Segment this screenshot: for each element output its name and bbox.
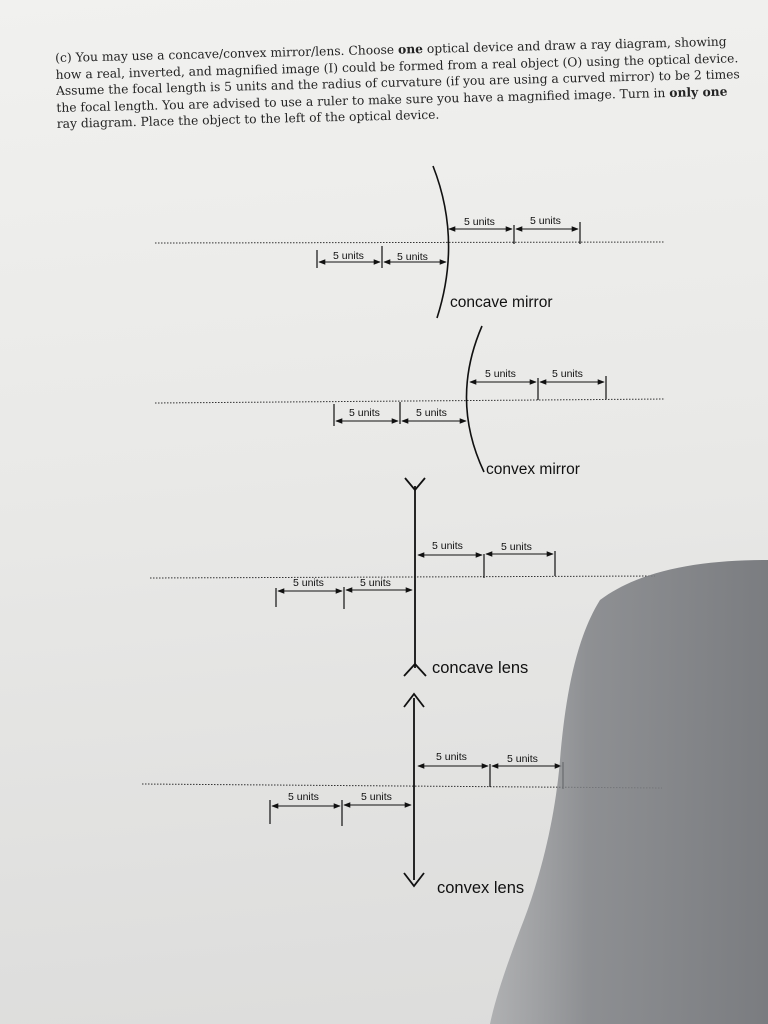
principal-axis bbox=[154, 241, 666, 244]
convex-lens-diagram: 5 units 5 units 5 units 5 units convex l… bbox=[141, 692, 663, 897]
lens-bottom-arrowhead bbox=[403, 872, 425, 888]
unit-label: 5 units bbox=[552, 368, 583, 380]
unit-label: 5 units bbox=[349, 407, 380, 419]
unit-label: 5 units bbox=[464, 216, 495, 228]
unit-label: 5 units bbox=[416, 407, 447, 419]
unit-label: 5 units bbox=[360, 577, 391, 589]
diagram-title: concave lens bbox=[432, 659, 528, 677]
unit-label: 5 units bbox=[288, 791, 319, 803]
unit-label: 5 units bbox=[333, 250, 364, 262]
convex-mirror-diagram: 5 units 5 units 5 units 5 units convex m… bbox=[154, 325, 666, 478]
unit-label: 5 units bbox=[501, 541, 532, 553]
principal-axis bbox=[149, 575, 656, 579]
diagram-title: convex lens bbox=[437, 879, 524, 897]
concave-mirror-curve bbox=[432, 165, 450, 319]
principal-axis bbox=[141, 783, 663, 789]
unit-label: 5 units bbox=[530, 215, 561, 227]
unit-label: 5 units bbox=[436, 751, 467, 763]
unit-label: 5 units bbox=[293, 577, 324, 589]
diagram-title: concave mirror bbox=[450, 294, 553, 311]
diagram-title: convex mirror bbox=[486, 461, 580, 478]
unit-label: 5 units bbox=[507, 753, 538, 765]
lens-bottom-end bbox=[403, 662, 427, 677]
concave-mirror-diagram: 5 units 5 units 5 units 5 units concave … bbox=[154, 165, 666, 319]
unit-label: 5 units bbox=[397, 251, 428, 263]
unit-label: 5 units bbox=[361, 791, 392, 803]
convex-mirror-curve bbox=[465, 325, 485, 473]
principal-axis bbox=[154, 398, 666, 404]
lens-top-arrowhead bbox=[403, 692, 425, 708]
concave-lens-diagram: 5 units 5 units 5 units 5 units concave … bbox=[149, 477, 656, 677]
unit-label: 5 units bbox=[485, 368, 516, 380]
unit-label: 5 units bbox=[432, 540, 463, 552]
lens-top-end bbox=[404, 477, 426, 492]
